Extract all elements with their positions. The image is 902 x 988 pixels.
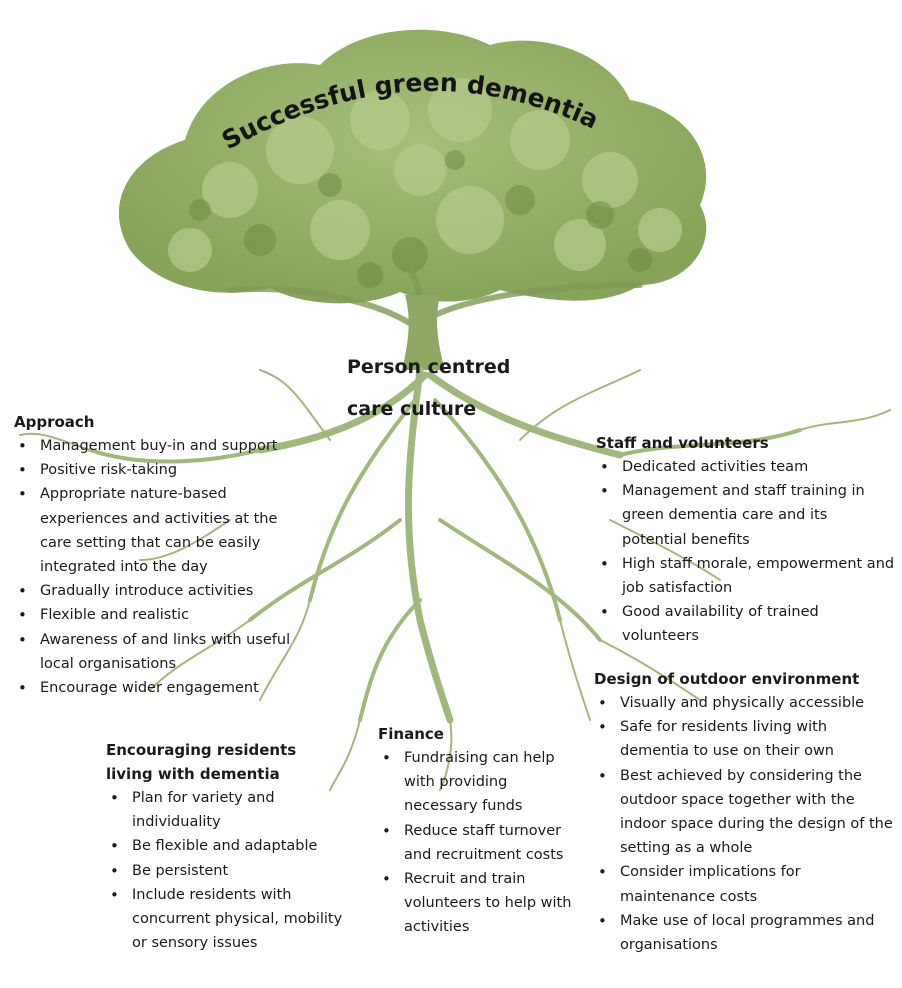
- center-label-line2: care culture: [347, 398, 477, 420]
- staff-section: Staff and volunteers Dedicated activitie…: [596, 431, 896, 649]
- tree-trunk: [402, 295, 445, 370]
- list-item: High staff morale, empowerment and job s…: [596, 552, 896, 600]
- design-heading: Design of outdoor environment: [594, 670, 860, 688]
- list-item: Dedicated activities team: [596, 455, 896, 479]
- list-item: Positive risk-taking: [14, 458, 309, 482]
- approach-section: Approach Management buy-in and support P…: [14, 410, 309, 700]
- list-item: Good availability of trained volunteers: [596, 600, 896, 648]
- list-item: Visually and physically accessible: [594, 691, 898, 715]
- staff-heading: Staff and volunteers: [596, 434, 769, 452]
- approach-list: Management buy-in and support Positive r…: [14, 434, 309, 700]
- list-item: Plan for variety and individuality: [106, 786, 346, 834]
- list-item: Flexible and realistic: [14, 603, 309, 627]
- tree-canopy: [118, 29, 707, 333]
- list-item: Be persistent: [106, 859, 346, 883]
- list-item: Gradually introduce activities: [14, 579, 309, 603]
- finance-list: Fundraising can help with providing nece…: [378, 746, 578, 940]
- design-list: Visually and physically accessible Safe …: [594, 691, 898, 957]
- encouraging-section: Encouraging residents living with dement…: [106, 738, 346, 955]
- list-item: Reduce staff turnover and recruitment co…: [378, 819, 578, 867]
- list-item: Safe for residents living with dementia …: [594, 715, 898, 763]
- list-item: Appropriate nature-based experiences and…: [14, 482, 309, 579]
- list-item: Encourage wider engagement: [14, 676, 309, 700]
- staff-list: Dedicated activities team Management and…: [596, 455, 896, 649]
- list-item: Recruit and train volunteers to help wit…: [378, 867, 578, 940]
- list-item: Management and staff training in green d…: [596, 479, 896, 552]
- list-item: Be flexible and adaptable: [106, 834, 346, 858]
- finance-section: Finance Fundraising can help with provid…: [378, 722, 578, 940]
- list-item: Best achieved by considering the outdoor…: [594, 764, 898, 861]
- list-item: Fundraising can help with providing nece…: [378, 746, 578, 819]
- encouraging-heading: Encouraging residents living with dement…: [106, 741, 297, 783]
- center-label-line1: Person centred: [347, 356, 511, 378]
- list-item: Consider implications for maintenance co…: [594, 860, 898, 908]
- design-section: Design of outdoor environment Visually a…: [594, 667, 898, 957]
- list-item: Awareness of and links with useful local…: [14, 628, 309, 676]
- list-item: Include residents with concurrent physic…: [106, 883, 346, 956]
- list-item: Make use of local programmes and organis…: [594, 909, 898, 957]
- finance-heading: Finance: [378, 725, 444, 743]
- approach-heading: Approach: [14, 413, 95, 431]
- list-item: Management buy-in and support: [14, 434, 309, 458]
- encouraging-list: Plan for variety and individuality Be fl…: [106, 786, 346, 955]
